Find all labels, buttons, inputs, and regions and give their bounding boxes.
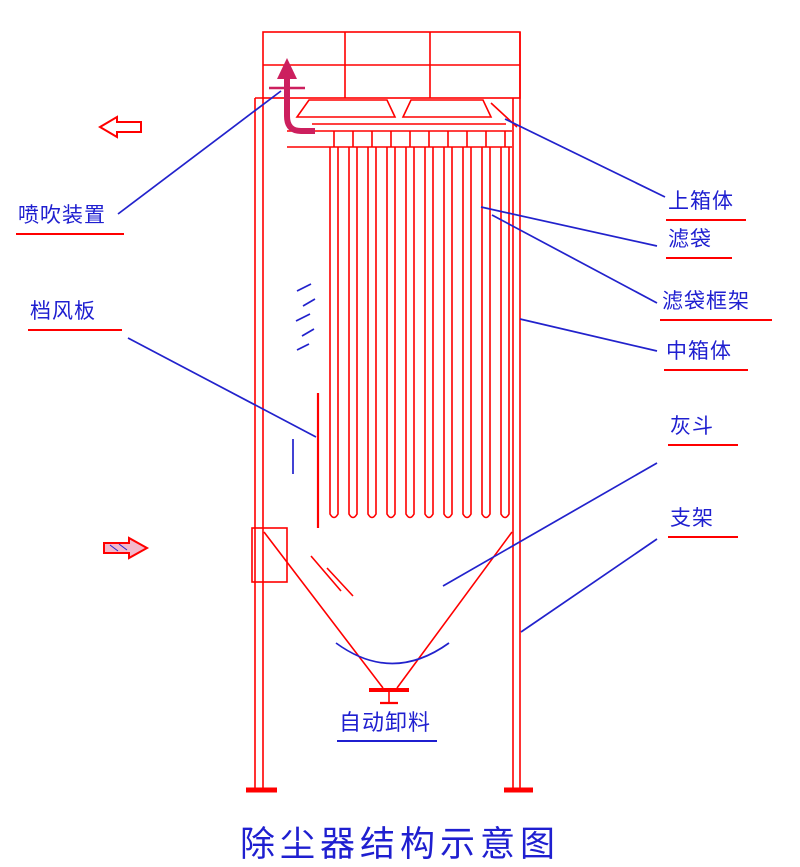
hopper [263,531,513,689]
label-auto-discharge: 自动卸料 [337,710,438,742]
inlet-arrow-icon [103,536,150,560]
venturi-plates [295,99,518,128]
label-middle-box: 中箱体 [664,339,748,371]
label-upper-box: 上箱体 [666,189,746,221]
page-title: 除尘器结构示意图 [239,825,560,865]
airflow-dashes [295,283,316,351]
leader-lines [117,90,666,633]
inlet-deflector-lines [310,555,354,597]
label-support-frame: 支架 [668,506,738,538]
hopper-arc [335,642,450,665]
label-bag-cage: 滤袋框架 [660,289,772,321]
outlet-arrow-icon [98,115,142,139]
discharge-valve [369,688,409,705]
tube-sheet [287,130,512,148]
pulse-arrow-icon [277,58,297,79]
label-ash-hopper: 灰斗 [668,414,738,446]
collector-walls [254,32,521,788]
filter-bags [329,147,510,519]
label-filter-bag: 滤袋 [666,227,732,259]
pulse-jet-pipe [269,58,315,134]
inlet-duct [251,527,288,583]
label-blow-device: 喷吹装置 [16,203,124,235]
label-baffle-plate: 档风板 [28,299,122,331]
